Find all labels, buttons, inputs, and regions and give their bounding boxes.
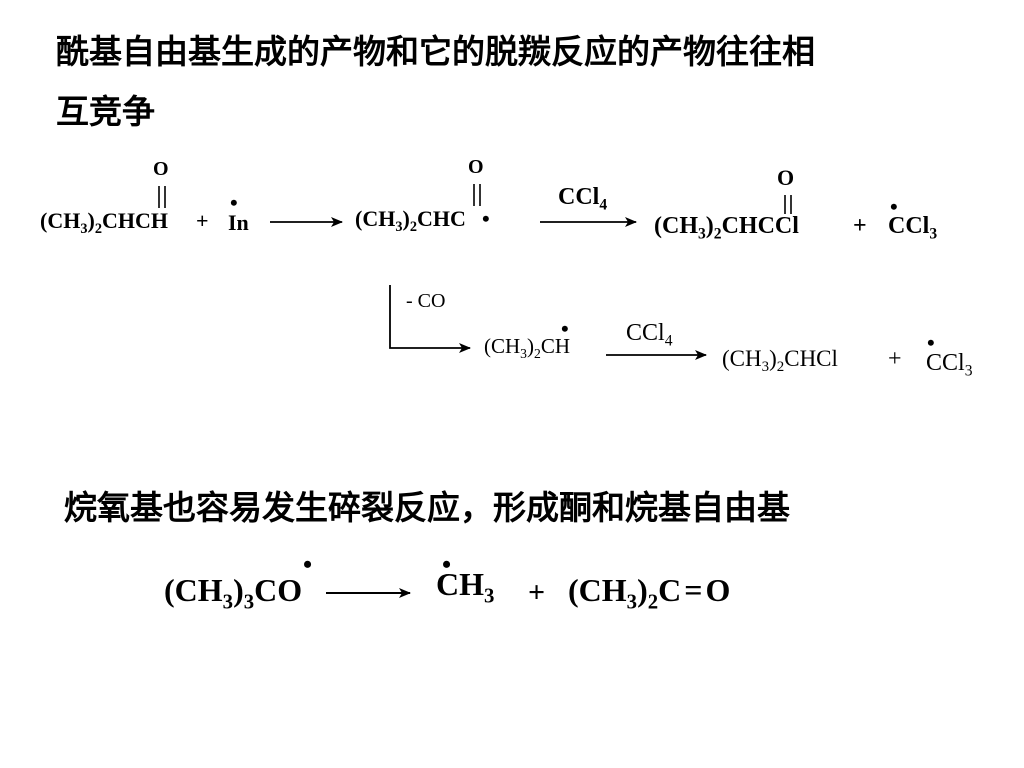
- reagent-ccl4-2: CCl4: [626, 320, 673, 350]
- methyl-radical-formula: CH3: [436, 566, 495, 608]
- radical-dot-ccl3-2: •: [927, 330, 935, 355]
- ccl3-radical-1: CCl3: [888, 213, 938, 243]
- oxygen-label-3: O: [777, 165, 795, 190]
- plus-sign-4: +: [528, 576, 546, 609]
- radical-dot-isopropyl: •: [561, 316, 569, 341]
- acyl-radical-formula: (CH3)2CHC: [355, 206, 466, 235]
- initiator-label: In: [228, 210, 249, 235]
- arrow-decarbonylation: [389, 285, 471, 353]
- double-bond-2: [473, 184, 481, 206]
- oxygen-label-1: O: [153, 158, 169, 180]
- isopropyl-chloride-formula: (CH3)2CHCl: [722, 346, 838, 376]
- heading-line-2: 互竞争: [56, 92, 155, 131]
- radical-dot-initiator: •: [230, 190, 238, 215]
- heading-line-1: 酰基自由基生成的产物和它的脱羰反应的产物往往相: [56, 32, 815, 71]
- radical-dot-methyl: •: [442, 550, 452, 579]
- radical-dot-acyl: •: [482, 206, 490, 231]
- radical-dot-alkoxy: •: [303, 550, 313, 579]
- plus-sign-2: +: [853, 213, 867, 239]
- radical-dot-ccl3-1: •: [890, 194, 898, 219]
- double-bond-3: [784, 195, 792, 214]
- plus-sign-3: +: [888, 346, 902, 372]
- oxygen-label-2: O: [468, 156, 484, 178]
- ccl3-radical-2: CCl3: [926, 350, 973, 380]
- reagent-ccl4-1: CCl4: [558, 184, 608, 214]
- heading-alkoxy: 烷氧基也容易发生碎裂反应，形成酮和烷基自由基: [64, 488, 790, 527]
- isopropyl-radical-formula: (CH3)2CH: [484, 334, 571, 361]
- aldehyde-formula: (CH3)2CHCH: [40, 208, 168, 237]
- double-bond-1: [158, 186, 166, 208]
- loss-co-label: - CO: [406, 290, 446, 312]
- tert-butoxy-formula: (CH3)3CO: [164, 572, 303, 614]
- plus-sign-1: +: [196, 208, 209, 233]
- acetone-formula: (CH3)2C=O: [568, 572, 731, 614]
- acyl-chloride-formula: (CH3)2CHCCl: [654, 213, 799, 243]
